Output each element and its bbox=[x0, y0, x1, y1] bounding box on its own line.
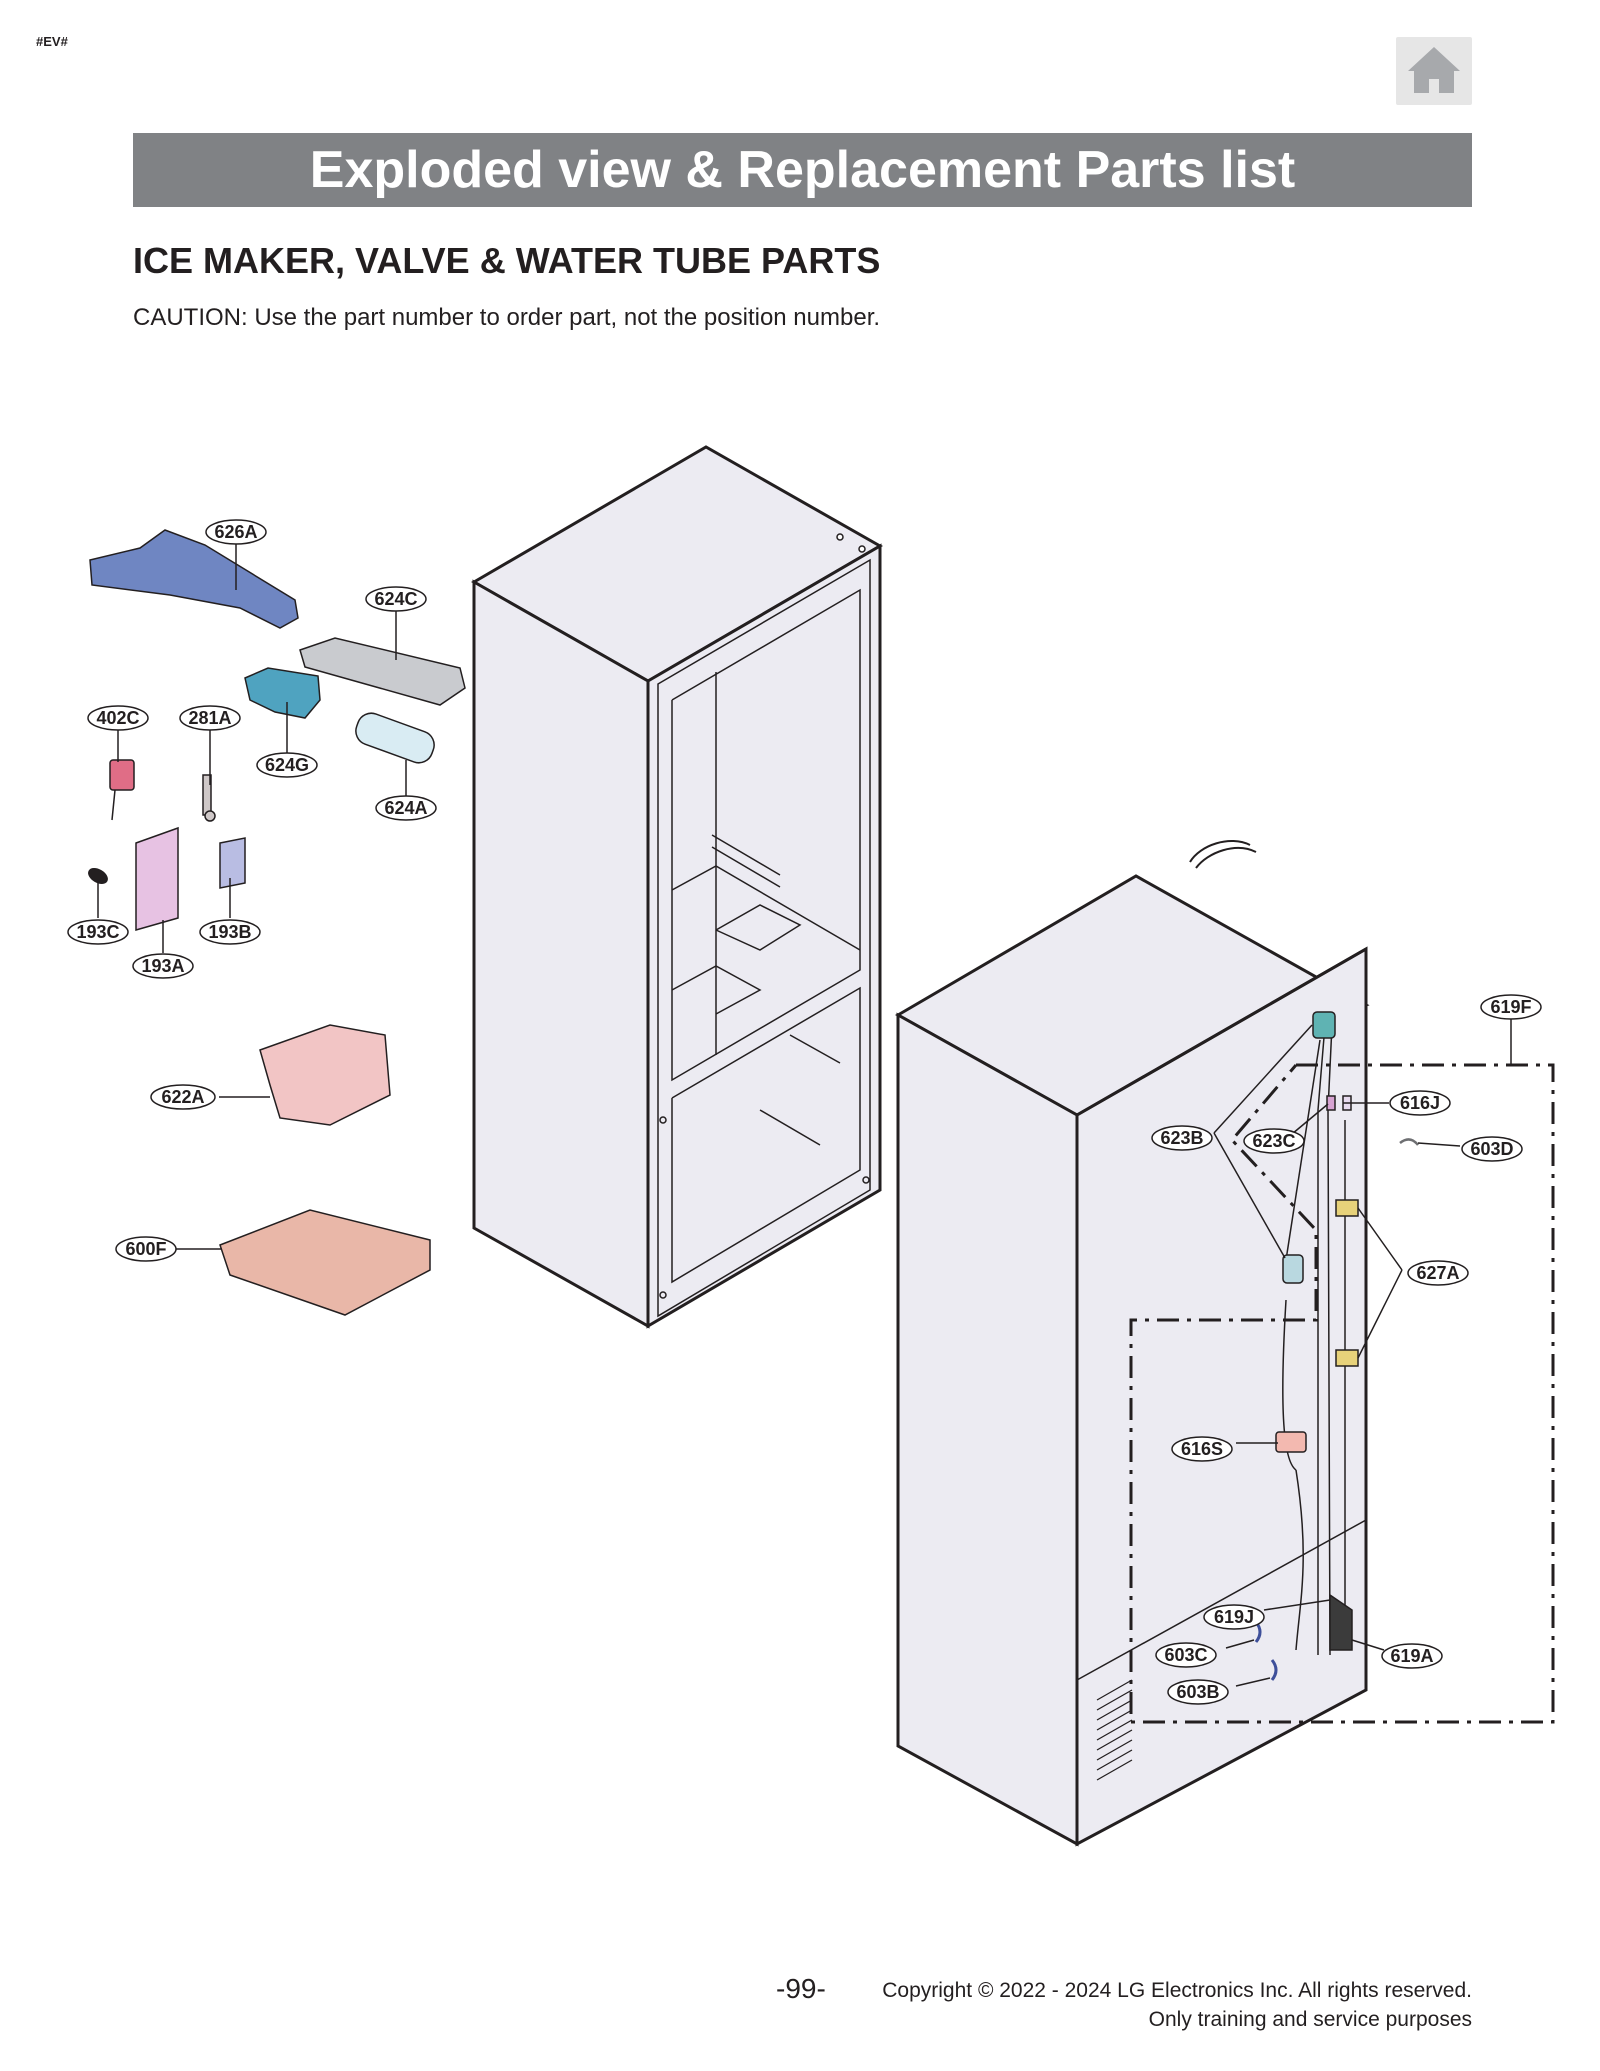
callout-626a: 626A bbox=[205, 519, 267, 545]
svg-text:619A: 619A bbox=[1390, 1646, 1433, 1666]
svg-text:624G: 624G bbox=[265, 755, 309, 775]
callout-623c: 623C bbox=[1243, 1128, 1305, 1154]
part-193b-panel bbox=[219, 837, 246, 889]
callout-627a: 627A bbox=[1407, 1260, 1469, 1286]
callout-616j: 616J bbox=[1389, 1090, 1451, 1116]
svg-text:616J: 616J bbox=[1400, 1093, 1440, 1113]
callout-619j: 619J bbox=[1203, 1604, 1265, 1630]
page-banner: Exploded view & Replacement Parts list bbox=[133, 133, 1472, 207]
front-cabinet-interior bbox=[657, 533, 871, 1318]
svg-text:193C: 193C bbox=[76, 922, 119, 942]
svg-text:603C: 603C bbox=[1164, 1645, 1207, 1665]
svg-text:616S: 616S bbox=[1181, 1439, 1223, 1459]
front-cabinet bbox=[470, 445, 884, 1329]
part-626a-ice-bin-cover bbox=[89, 529, 299, 629]
callout-193b: 193B bbox=[199, 919, 261, 945]
svg-text:600F: 600F bbox=[125, 1239, 166, 1259]
callout-624a: 624A bbox=[375, 795, 437, 821]
rear-cabinet-details bbox=[1076, 840, 1367, 1781]
callout-281a: 281A bbox=[179, 705, 241, 731]
svg-text:623B: 623B bbox=[1160, 1128, 1203, 1148]
svg-text:402C: 402C bbox=[96, 708, 139, 728]
callout-623b: 623B bbox=[1151, 1125, 1213, 1151]
exploded-view-diagram: 626A 624C 402C 281A 624G 624A 193C 193B bbox=[67, 445, 1555, 1847]
svg-text:603D: 603D bbox=[1470, 1139, 1513, 1159]
svg-text:622A: 622A bbox=[161, 1087, 204, 1107]
home-icon bbox=[1408, 47, 1460, 93]
document-tag: #EV# bbox=[36, 34, 68, 49]
svg-text:624A: 624A bbox=[384, 798, 427, 818]
part-622a-ice-maker bbox=[259, 1024, 391, 1126]
svg-text:193A: 193A bbox=[141, 956, 184, 976]
water-tube-assembly bbox=[1254, 1011, 1419, 1681]
part-624a-filter bbox=[355, 712, 435, 764]
callout-619a: 619A bbox=[1381, 1643, 1443, 1669]
part-193a-cover bbox=[135, 826, 179, 931]
home-button[interactable] bbox=[1396, 37, 1472, 105]
callout-619f: 619F bbox=[1480, 994, 1542, 1020]
svg-text:626A: 626A bbox=[214, 522, 257, 542]
copyright-line: Copyright © 2022 - 2024 LG Electronics I… bbox=[882, 1979, 1472, 2002]
callout-603d: 603D bbox=[1461, 1136, 1523, 1162]
callout-622a: 622A bbox=[150, 1084, 216, 1110]
rear-cabinet bbox=[894, 874, 1370, 1847]
part-281a-bracket bbox=[202, 774, 216, 822]
callout-193c: 193C bbox=[67, 919, 129, 945]
svg-text:619F: 619F bbox=[1490, 997, 1531, 1017]
part-193c-knob bbox=[88, 868, 108, 884]
page-number: -99- bbox=[776, 1973, 826, 2004]
callout-624g: 624G bbox=[256, 752, 318, 778]
section-title: ICE MAKER, VALVE & WATER TUBE PARTS bbox=[133, 240, 881, 281]
assembly-boundary-619f bbox=[1129, 1063, 1555, 1724]
callout-616s: 616S bbox=[1171, 1436, 1233, 1462]
callout-402c: 402C bbox=[87, 705, 149, 731]
caution-note: CAUTION: Use the part number to order pa… bbox=[133, 304, 881, 331]
usage-note: Only training and service purposes bbox=[1148, 2008, 1472, 2032]
svg-text:624C: 624C bbox=[374, 589, 417, 609]
copyright-notice: Copyright © 2022 - 2024 LG Electronics I… bbox=[882, 1976, 1472, 2035]
callout-603b: 603B bbox=[1167, 1679, 1229, 1705]
part-402c-switch bbox=[109, 759, 135, 821]
callout-603c: 603C bbox=[1155, 1642, 1217, 1668]
svg-text:623C: 623C bbox=[1252, 1131, 1295, 1151]
callout-624c: 624C bbox=[365, 586, 427, 612]
svg-text:603B: 603B bbox=[1176, 1682, 1219, 1702]
part-624g-motor-assembly bbox=[244, 667, 321, 719]
callout-600f: 600F bbox=[115, 1236, 177, 1262]
callouts: 626A 624C 402C 281A 624G 624A 193C 193B bbox=[67, 519, 1542, 1705]
callout-193a: 193A bbox=[132, 953, 194, 979]
callout-leaders bbox=[97, 544, 1512, 1687]
svg-text:627A: 627A bbox=[1416, 1263, 1459, 1283]
svg-text:193B: 193B bbox=[208, 922, 251, 942]
svg-text:281A: 281A bbox=[188, 708, 231, 728]
svg-text:619J: 619J bbox=[1214, 1607, 1254, 1627]
part-624c-ice-tray-cover bbox=[299, 637, 466, 706]
part-600f-housing bbox=[219, 1209, 431, 1316]
